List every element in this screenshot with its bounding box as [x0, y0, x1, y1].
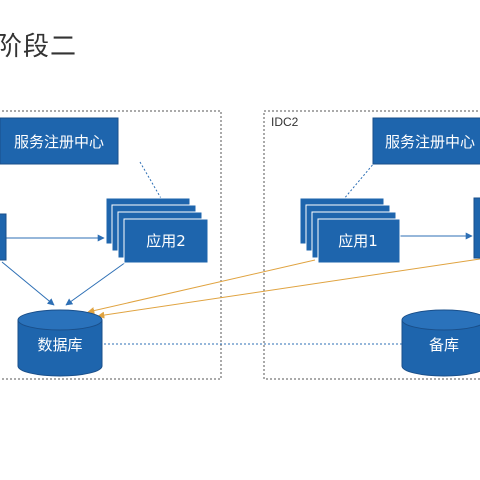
slide-title: 阶段二 — [0, 26, 77, 63]
app-left-partial — [0, 213, 7, 261]
registry-link-right — [342, 161, 376, 201]
arrow-app2-to-db — [65, 261, 127, 306]
datacenter-left-border — [0, 110, 222, 380]
db-backup: 备库 — [401, 309, 480, 377]
registry-right: 服务注册中心 — [372, 117, 480, 165]
app1-label: 应用1 — [338, 232, 378, 250]
slide-title-text: 阶段二 — [0, 32, 78, 62]
app1-stack: 应用1 — [299, 197, 401, 264]
db-backup-label: 备库 — [429, 336, 459, 354]
registry-left: 服务注册中心 — [0, 117, 119, 165]
app-right-partial — [473, 197, 480, 259]
datacenter-right-border — [263, 110, 480, 380]
db-primary-label: 数据库 — [37, 336, 82, 354]
cross-arrow-app1-to-db — [87, 259, 316, 315]
datacenter-right-label: IDC2 — [271, 115, 299, 129]
registry-left-label: 服务注册中心 — [14, 133, 104, 151]
registry-right-label: 服务注册中心 — [385, 133, 475, 151]
registry-link-left — [139, 161, 163, 201]
arrow-left-to-db — [1, 261, 55, 306]
app2-label: 应用2 — [146, 232, 186, 250]
cross-arrow-right-to-db — [97, 258, 480, 319]
db-primary: 数据库 — [17, 309, 103, 377]
app2-stack: 应用2 — [105, 197, 209, 264]
